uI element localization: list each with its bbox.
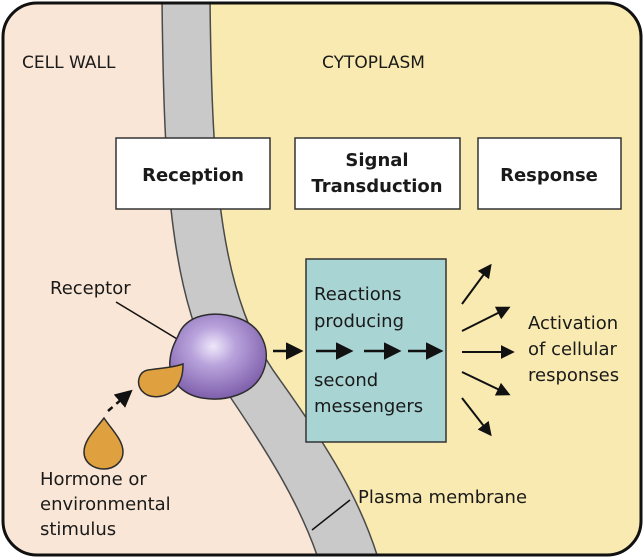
hormone-label-line1: Hormone or [40, 469, 147, 490]
hormone-droplet-icon [83, 416, 124, 470]
cytoplasm-label: CYTOPLASM [322, 53, 425, 73]
activation-label-line2: of cellular [528, 339, 617, 360]
reception-box [115, 137, 271, 210]
reception-label: Reception [142, 165, 244, 186]
signal-label-line2: Transduction [311, 176, 442, 197]
plasma-membrane-leader-line [311, 499, 351, 531]
hormone-label-line2: environmental [40, 494, 171, 515]
transduction-text-line1: Reactions [314, 284, 402, 305]
response-box [477, 137, 622, 210]
activation-label-line3: responses [528, 365, 619, 386]
transduction-text-line4: messengers [314, 396, 423, 417]
activation-label-line1: Activation [528, 313, 618, 334]
transduction-text-line3: second [314, 370, 378, 391]
arrow-icon [461, 371, 511, 396]
hormone-droplet-icon [137, 362, 184, 398]
response-label: Response [500, 165, 598, 186]
arrow-icon [107, 389, 133, 412]
plasma-membrane-label: Plasma membrane [358, 487, 527, 508]
hormone-label-line3: stimulus [40, 519, 116, 540]
signal-transduction-box [294, 137, 461, 210]
receptor-label: Receptor [50, 278, 131, 299]
arrow-icon [461, 306, 511, 332]
signal-label-line1: Signal [345, 150, 408, 171]
cell-wall-label: CELL WALL [22, 53, 116, 73]
arrow-icon [461, 263, 492, 305]
arrow-icon [461, 397, 492, 437]
plasma-membrane [161, 3, 380, 555]
receptor-protein-icon [169, 313, 267, 400]
transduction-text-line2: producing [314, 311, 404, 332]
